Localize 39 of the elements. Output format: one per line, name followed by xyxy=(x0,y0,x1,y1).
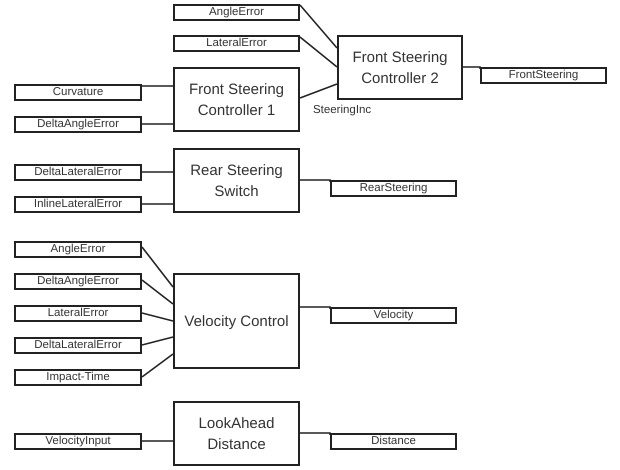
connector-line xyxy=(463,66,481,69)
signal-box: FrontSteering xyxy=(480,67,607,84)
connector-line xyxy=(300,306,331,309)
signal-box: LateralError xyxy=(14,305,142,322)
connector-line xyxy=(142,312,174,322)
connector-line xyxy=(300,36,338,68)
connector-line xyxy=(142,353,174,378)
signal-box: DeltaAngleError xyxy=(14,273,142,290)
connector-line xyxy=(299,4,338,49)
connector-line xyxy=(142,279,174,305)
signal-box: AngleError xyxy=(173,4,300,21)
connector-line xyxy=(142,85,173,87)
signal-box: Distance xyxy=(330,433,457,450)
connector-line xyxy=(300,179,331,182)
connector-line xyxy=(142,203,173,205)
connector-line xyxy=(142,440,173,442)
connector-line xyxy=(300,432,331,435)
signal-box: LateralError xyxy=(173,35,300,52)
connector-line xyxy=(142,171,173,173)
signal-box: AngleError xyxy=(14,241,142,258)
connector-line xyxy=(142,123,173,125)
signal-box: Impact-Time xyxy=(14,369,142,386)
signal-box: DeltaAngleError xyxy=(14,116,142,133)
signal-box: InlineLateralError xyxy=(14,196,142,213)
block-box: Front Steering Controller 2 xyxy=(337,35,463,100)
edge-label: SteeringInc xyxy=(313,105,372,116)
connector-line xyxy=(142,336,174,346)
signal-box: VelocityInput xyxy=(14,433,142,450)
block-box: Rear Steering Switch xyxy=(173,148,300,213)
connector-line xyxy=(300,83,338,99)
block-box: Front Steering Controller 1 xyxy=(173,67,300,132)
signal-box: DeltaLateralError xyxy=(14,164,142,181)
block-box: LookAhead Distance xyxy=(173,401,300,466)
signal-box: Velocity xyxy=(330,307,457,324)
signal-box: Curvature xyxy=(14,84,142,101)
block-box: Velocity Control xyxy=(173,273,300,369)
signal-box: DeltaLateralError xyxy=(14,337,142,354)
signal-box: RearSteering xyxy=(330,180,457,197)
connector-line xyxy=(141,246,174,288)
